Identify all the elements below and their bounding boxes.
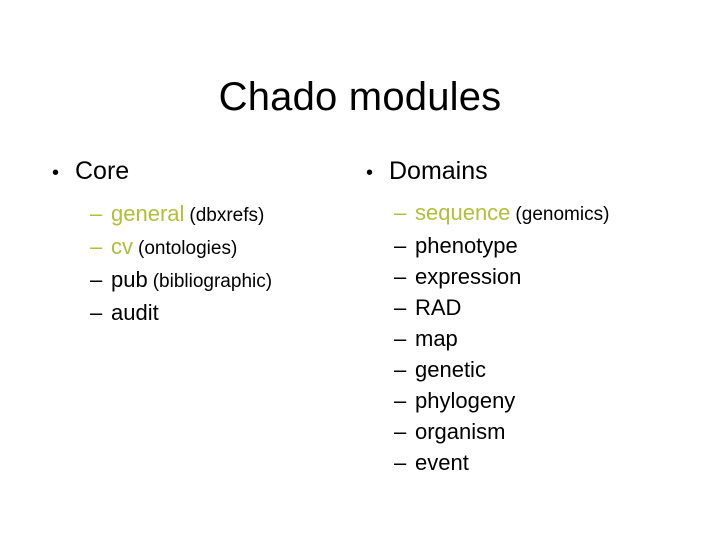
dash-icon: – [394,357,407,382]
list-item: – map [394,323,696,354]
page-title: Chado modules [218,75,502,119]
dash-icon: – [394,419,407,444]
module-name: sequence [415,200,511,225]
module-name: pub [111,267,148,292]
content-column-core: • Core – general (dbxrefs) – cv (ontolog… [52,156,352,328]
module-name: phenotype [415,233,518,258]
content-column-domains: • Domains – sequence (genomics) – phenot… [366,156,696,478]
list-item: – phylogeny [394,385,696,416]
list-item: – pub (bibliographic) [90,264,352,297]
bullet-heading-label: Domains [389,157,488,185]
module-name: audit [111,300,159,325]
module-name: organism [415,419,506,444]
dash-icon: – [394,326,407,351]
bullet-point-icon: • [52,162,60,184]
sub-list-core: – general (dbxrefs) – cv (ontologies) – … [90,198,352,328]
list-item: – phenotype [394,230,696,261]
module-note: (bibliographic) [152,271,273,292]
module-note: (genomics) [515,204,610,225]
list-item: – expression [394,261,696,292]
module-name: phylogeny [415,388,516,413]
list-item: – event [394,447,696,478]
dash-icon: – [394,264,407,289]
module-name: expression [415,264,522,289]
list-item: – RAD [394,292,696,323]
dash-icon: – [90,234,103,259]
module-name: event [415,450,469,475]
list-item: – organism [394,416,696,447]
bullet-point-icon: • [366,162,374,184]
list-item: – genetic [394,354,696,385]
module-note: (dbxrefs) [189,205,265,226]
dash-icon: – [90,201,103,226]
module-name: map [415,326,458,351]
sub-list-domains: – sequence (genomics) – phenotype – expr… [394,197,696,478]
dash-icon: – [394,388,407,413]
list-item: – cv (ontologies) [90,231,352,264]
module-name: RAD [415,295,462,320]
dash-icon: – [394,295,407,320]
module-name: genetic [415,357,486,382]
bullet-heading-domains: • Domains [366,156,696,188]
bullet-heading-core: • Core [52,156,352,188]
module-name: general [111,201,185,226]
dash-icon: – [394,200,407,225]
module-name: cv [111,234,133,259]
list-item: – audit [90,297,352,328]
list-item: – general (dbxrefs) [90,198,352,231]
dash-icon: – [90,300,103,325]
dash-icon: – [394,233,407,258]
bullet-heading-label: Core [75,157,130,185]
dash-icon: – [90,267,103,292]
list-item: – sequence (genomics) [394,197,696,230]
dash-icon: – [394,450,407,475]
module-note: (ontologies) [138,238,238,259]
